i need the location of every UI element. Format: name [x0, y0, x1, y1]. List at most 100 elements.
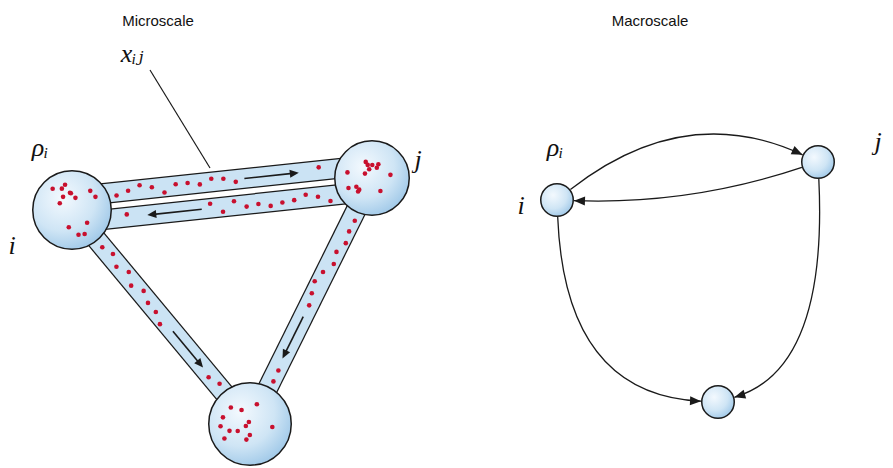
particle [239, 408, 244, 413]
particle [367, 167, 372, 172]
particle [217, 382, 222, 387]
circle-shape [701, 385, 735, 419]
particle [248, 433, 253, 438]
particle [221, 209, 226, 214]
node-label: ρᵢ [547, 135, 564, 161]
particle [185, 181, 190, 186]
particle [316, 194, 321, 199]
particle [100, 245, 105, 250]
scale-heading: Macroscale [612, 13, 689, 28]
arrowhead [690, 396, 701, 405]
particle [388, 173, 393, 178]
particle [328, 199, 333, 204]
particle [352, 219, 357, 224]
node-label: i [517, 193, 524, 219]
compartment-node: ρᵢi [32, 170, 112, 250]
particle [50, 186, 55, 191]
flow-arrow [570, 134, 802, 190]
particle [82, 232, 87, 237]
particle [292, 198, 297, 203]
particle [256, 202, 261, 207]
particle [316, 165, 321, 170]
graph-node [701, 385, 735, 419]
particle [209, 176, 214, 181]
particle [247, 420, 252, 425]
particle [276, 368, 281, 373]
arrowhead [282, 349, 290, 359]
particle [114, 193, 119, 198]
scale-heading: Microscale [122, 13, 194, 28]
particle [334, 250, 339, 255]
particle [221, 176, 226, 181]
particle [232, 199, 237, 204]
graph-node: ρᵢi [540, 183, 574, 217]
particle [76, 232, 81, 237]
leader-line [150, 70, 210, 168]
channel-tube [266, 206, 359, 393]
particle [61, 195, 66, 200]
particle [68, 190, 73, 195]
particle [154, 310, 159, 315]
particle [310, 291, 315, 296]
particle [69, 191, 74, 196]
particle [93, 195, 98, 200]
compartment-node [208, 382, 292, 466]
flow-arrow [734, 179, 819, 399]
particle [146, 301, 151, 306]
particle [244, 424, 249, 429]
particle [126, 188, 131, 193]
particle [137, 183, 142, 188]
circle-shape [540, 183, 574, 217]
flow-arrow [558, 217, 701, 405]
particle [378, 189, 383, 194]
circle-shape [801, 145, 835, 179]
particle [376, 162, 381, 167]
particle [150, 185, 155, 190]
particle [162, 190, 167, 195]
particle [208, 201, 213, 206]
arrowhead [147, 210, 156, 218]
particle [129, 283, 134, 288]
particle [85, 220, 90, 225]
arrowhead [574, 197, 585, 206]
circle-shape [334, 140, 410, 216]
arrowhead [791, 146, 803, 155]
particle [227, 429, 232, 434]
particle [141, 289, 146, 294]
arrowhead [289, 170, 298, 178]
channel-tube [101, 165, 342, 198]
particle [365, 163, 370, 168]
node-label: j [874, 129, 881, 155]
particle [126, 270, 131, 275]
particle [244, 204, 249, 209]
particle [280, 200, 285, 205]
particle [321, 270, 326, 275]
particle [271, 379, 276, 384]
particle [114, 264, 119, 269]
particle [303, 192, 308, 197]
particle [363, 171, 368, 176]
particle [158, 322, 163, 327]
particle [66, 225, 71, 230]
arrowhead [194, 358, 203, 367]
particle [345, 170, 350, 175]
particle [57, 201, 62, 206]
arrowhead [734, 390, 746, 399]
particle [218, 424, 223, 429]
graph-node: j [801, 145, 835, 179]
particle [63, 182, 68, 187]
flow-arrow [574, 167, 802, 205]
particle [222, 436, 227, 441]
particle [255, 402, 260, 407]
particle [233, 180, 238, 185]
node-label: ρᵢ [32, 135, 49, 161]
particle [206, 375, 211, 380]
particle [270, 425, 275, 430]
circle-shape [32, 170, 112, 250]
particle [312, 279, 317, 284]
particle [268, 204, 273, 209]
circle-shape [208, 382, 292, 466]
particle [346, 186, 351, 191]
